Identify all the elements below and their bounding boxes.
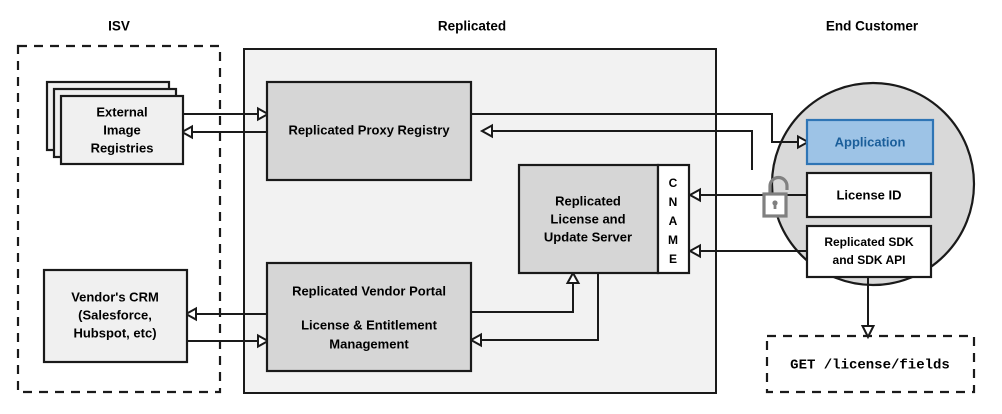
arrowhead-sdk-to-cname	[687, 243, 701, 259]
cname-letter-m: M	[668, 233, 678, 247]
cname-letter-n: N	[669, 195, 678, 209]
arrowhead-portal-to-server	[565, 270, 581, 284]
replicated-vendor-portal[interactable]	[265, 261, 473, 373]
license-id-label: License ID	[836, 187, 901, 202]
unlock-icon	[762, 175, 789, 218]
replicated-proxy-registry-label: Replicated Proxy Registry	[288, 122, 450, 137]
external-image-registries-label-line2: Image	[103, 122, 141, 137]
arrowhead-licenseid-to-cname	[687, 187, 701, 203]
external-image-registries[interactable]	[59, 94, 185, 166]
vendors-crm[interactable]	[42, 268, 189, 364]
arrowhead-proxy-to-application	[797, 134, 811, 150]
cname-letter-a: A	[669, 214, 678, 228]
license-update-server-label-line1: Replicated	[555, 193, 621, 208]
zone-title-isv: ISV	[108, 19, 130, 34]
cname-strip[interactable]	[656, 163, 691, 275]
vendor-portal-label-line2: License & Entitlement	[301, 317, 437, 332]
zone-title-replicated: Replicated	[438, 19, 506, 34]
arrowhead-proxy-to-registries	[179, 124, 193, 140]
arrowhead-registries-to-proxy	[257, 106, 271, 122]
external-image-registries-label-line3: Registries	[91, 140, 154, 155]
arrowhead-server-to-portal	[468, 332, 482, 348]
external-image-registries-label-line1: External	[96, 104, 147, 119]
arrowhead-sdk-to-api-call	[860, 325, 876, 340]
cname-letter-e: E	[669, 252, 677, 266]
arrowhead-portal-to-crm	[183, 306, 197, 322]
license-id[interactable]	[805, 171, 933, 219]
application-label: Application	[835, 134, 906, 149]
license-update-server-label-line3: Update Server	[544, 229, 632, 244]
replicated-license-update-server[interactable]	[517, 163, 660, 275]
connector-portal-to-server	[471, 283, 574, 313]
replicated-proxy-registry[interactable]	[265, 80, 473, 182]
connector-proxy-to-application	[471, 113, 798, 143]
application[interactable]	[805, 118, 935, 166]
api-call-label: GET /license/fields	[790, 358, 950, 374]
isv-zone-boundary	[16, 44, 222, 394]
api-call-box	[765, 334, 976, 394]
cname-letter-c: C	[669, 176, 678, 190]
vendor-portal-label-line1: Replicated Vendor Portal	[292, 283, 446, 298]
arrowhead-customer-to-proxy	[479, 123, 493, 139]
zone-title-end-customer: End Customer	[826, 19, 919, 34]
arrowhead-crm-to-portal	[257, 333, 271, 349]
connector-customer-to-proxy	[492, 130, 753, 170]
vendor-portal-label-line3: Management	[329, 336, 409, 351]
vendors-crm-label-line2: (Salesforce,	[78, 307, 152, 322]
replicated-sdk-label-line1: Replicated SDK	[824, 235, 914, 249]
vendors-crm-label-line1: Vendor's CRM	[71, 289, 159, 304]
connector-server-to-portal	[481, 273, 599, 341]
vendors-crm-label-line3: Hubspot, etc)	[73, 325, 156, 340]
replicated-sdk-label-line2: and SDK API	[833, 253, 906, 267]
license-update-server-label-line2: License and	[550, 211, 625, 226]
replicated-sdk[interactable]	[805, 224, 933, 279]
